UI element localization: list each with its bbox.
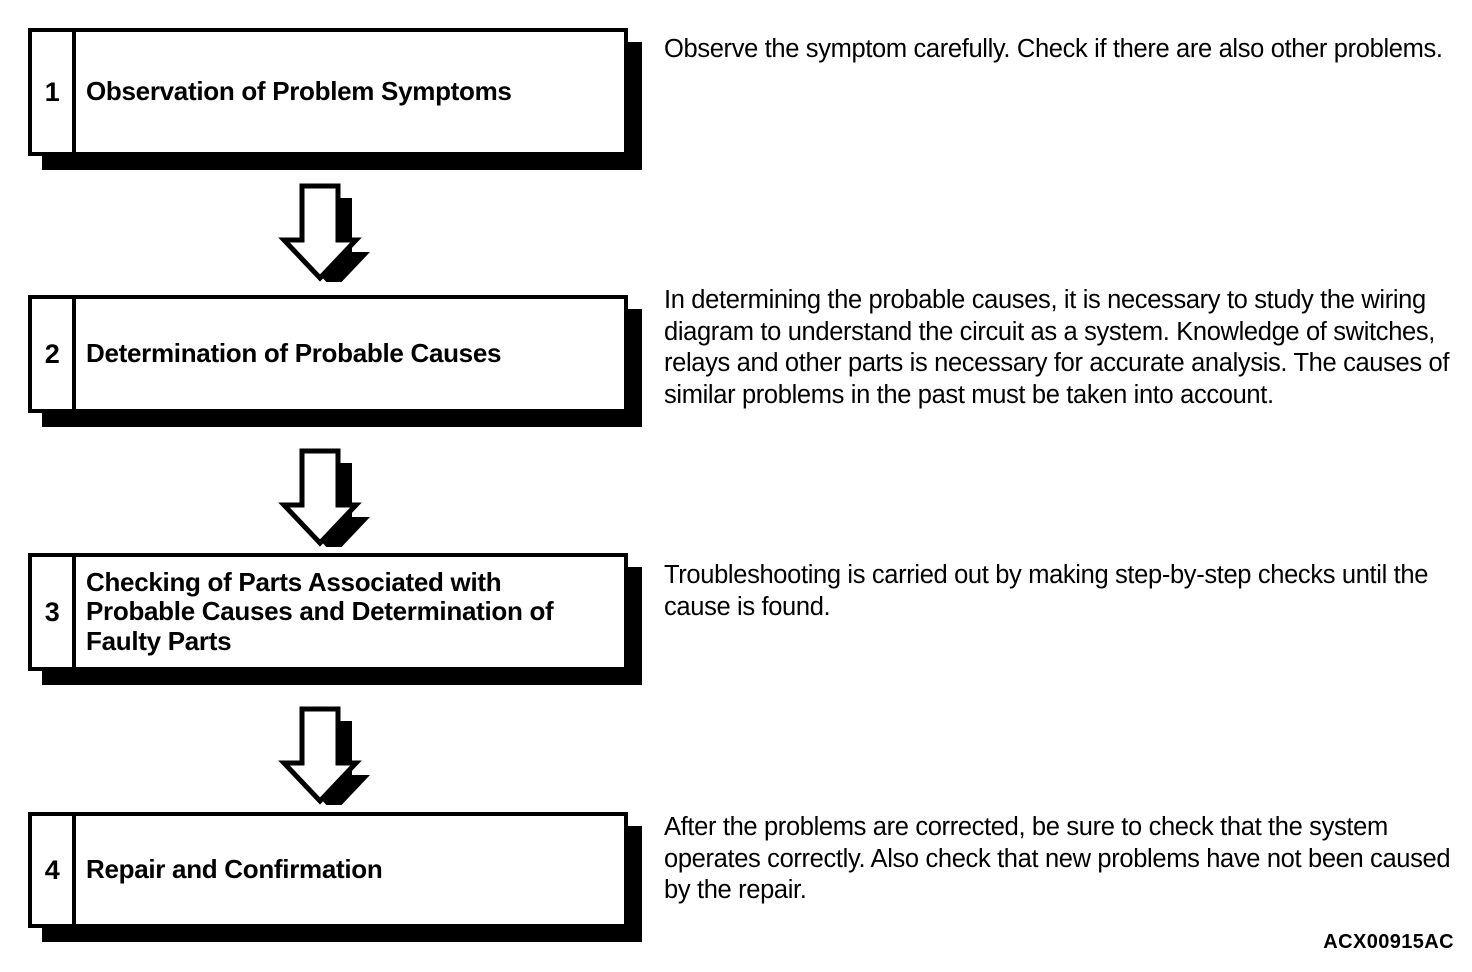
step-2-description: In determining the probable causes, it i… (664, 286, 1450, 409)
step-2-number-cell: 2 (32, 299, 76, 409)
step-4-title-cell: Repair and Confirmation (76, 816, 624, 924)
down-arrow-icon (268, 182, 378, 282)
step-1-number: 1 (44, 76, 60, 107)
step-box-4-body: 4 Repair and Confirmation (28, 812, 628, 928)
step-4-description: After the problems are corrected, be sur… (664, 813, 1451, 905)
step-box-3: 3 Checking of Parts Associated with Prob… (28, 553, 642, 685)
figure-reference-code: ACX00915AC (1323, 931, 1454, 953)
step-box-4: 4 Repair and Confirmation (28, 812, 642, 942)
step-4-title: Repair and Confirmation (86, 854, 383, 885)
step-1-number-cell: 1 (32, 32, 76, 152)
step-3-number-cell: 3 (32, 557, 76, 667)
step-box-1: 1 Observation of Problem Symptoms (28, 28, 642, 170)
step-1-title: Observation of Problem Symptoms (86, 76, 512, 107)
step-box-3-body: 3 Checking of Parts Associated with Prob… (28, 553, 628, 671)
step-box-2-body: 2 Determination of Probable Causes (28, 295, 628, 413)
step-1-title-cell: Observation of Problem Symptoms (76, 32, 624, 152)
down-arrow-icon (268, 447, 378, 547)
step-3-number: 3 (44, 596, 60, 627)
step-box-1-body: 1 Observation of Problem Symptoms (28, 28, 628, 156)
step-3-title-cell: Checking of Parts Associated with Probab… (76, 557, 624, 667)
step-4-number-cell: 4 (32, 816, 76, 924)
down-arrow-icon (268, 705, 378, 805)
step-2-title: Determination of Probable Causes (86, 338, 502, 369)
step-4-number: 4 (44, 854, 60, 885)
step-box-2: 2 Determination of Probable Causes (28, 295, 642, 427)
step-1-description: Observe the symptom carefully. Check if … (664, 35, 1443, 63)
step-2-title-cell: Determination of Probable Causes (76, 299, 624, 409)
step-3-title: Checking of Parts Associated with Probab… (86, 567, 554, 656)
step-2-number: 2 (44, 338, 60, 369)
step-3-description: Troubleshooting is carried out by making… (664, 561, 1429, 621)
